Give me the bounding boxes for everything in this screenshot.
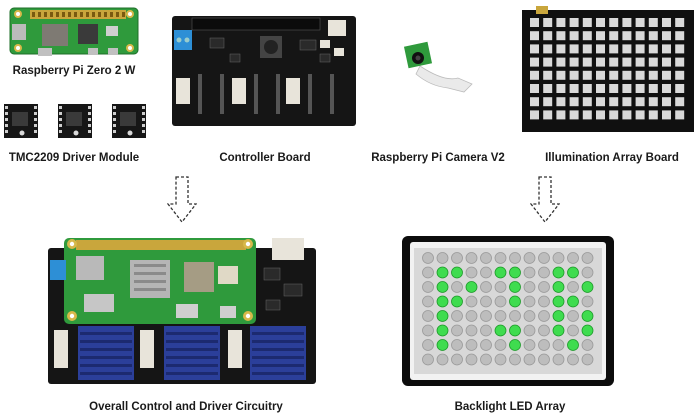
- caption-overall-control-driver-circuitry: Overall Control and Driver Circuitry: [89, 401, 283, 413]
- caption-illumination-array-board: Illumination Array Board: [545, 152, 679, 164]
- tmc2209-driver-modules-image: [4, 104, 146, 138]
- backlight-led-array-image: [402, 236, 614, 386]
- caption-tmc2209-driver-module: TMC2209 Driver Module: [8, 152, 140, 164]
- illumination-array-board-image: [522, 6, 694, 132]
- raspberry-pi-zero-2w-image: [9, 7, 139, 56]
- down-arrow-right: [530, 176, 560, 224]
- caption-backlight-led-array: Backlight LED Array: [454, 401, 566, 413]
- down-arrow-left: [167, 176, 197, 224]
- caption-raspberry-pi-zero: Raspberry Pi Zero 2 W: [12, 65, 136, 77]
- caption-raspberry-pi-camera-v2: Raspberry Pi Camera V2: [371, 152, 505, 164]
- caption-controller-board: Controller Board: [219, 152, 311, 164]
- raspberry-pi-camera-v2-image: [403, 41, 473, 93]
- controller-board-image: [172, 16, 356, 126]
- overall-control-driver-circuitry-image: [48, 238, 316, 384]
